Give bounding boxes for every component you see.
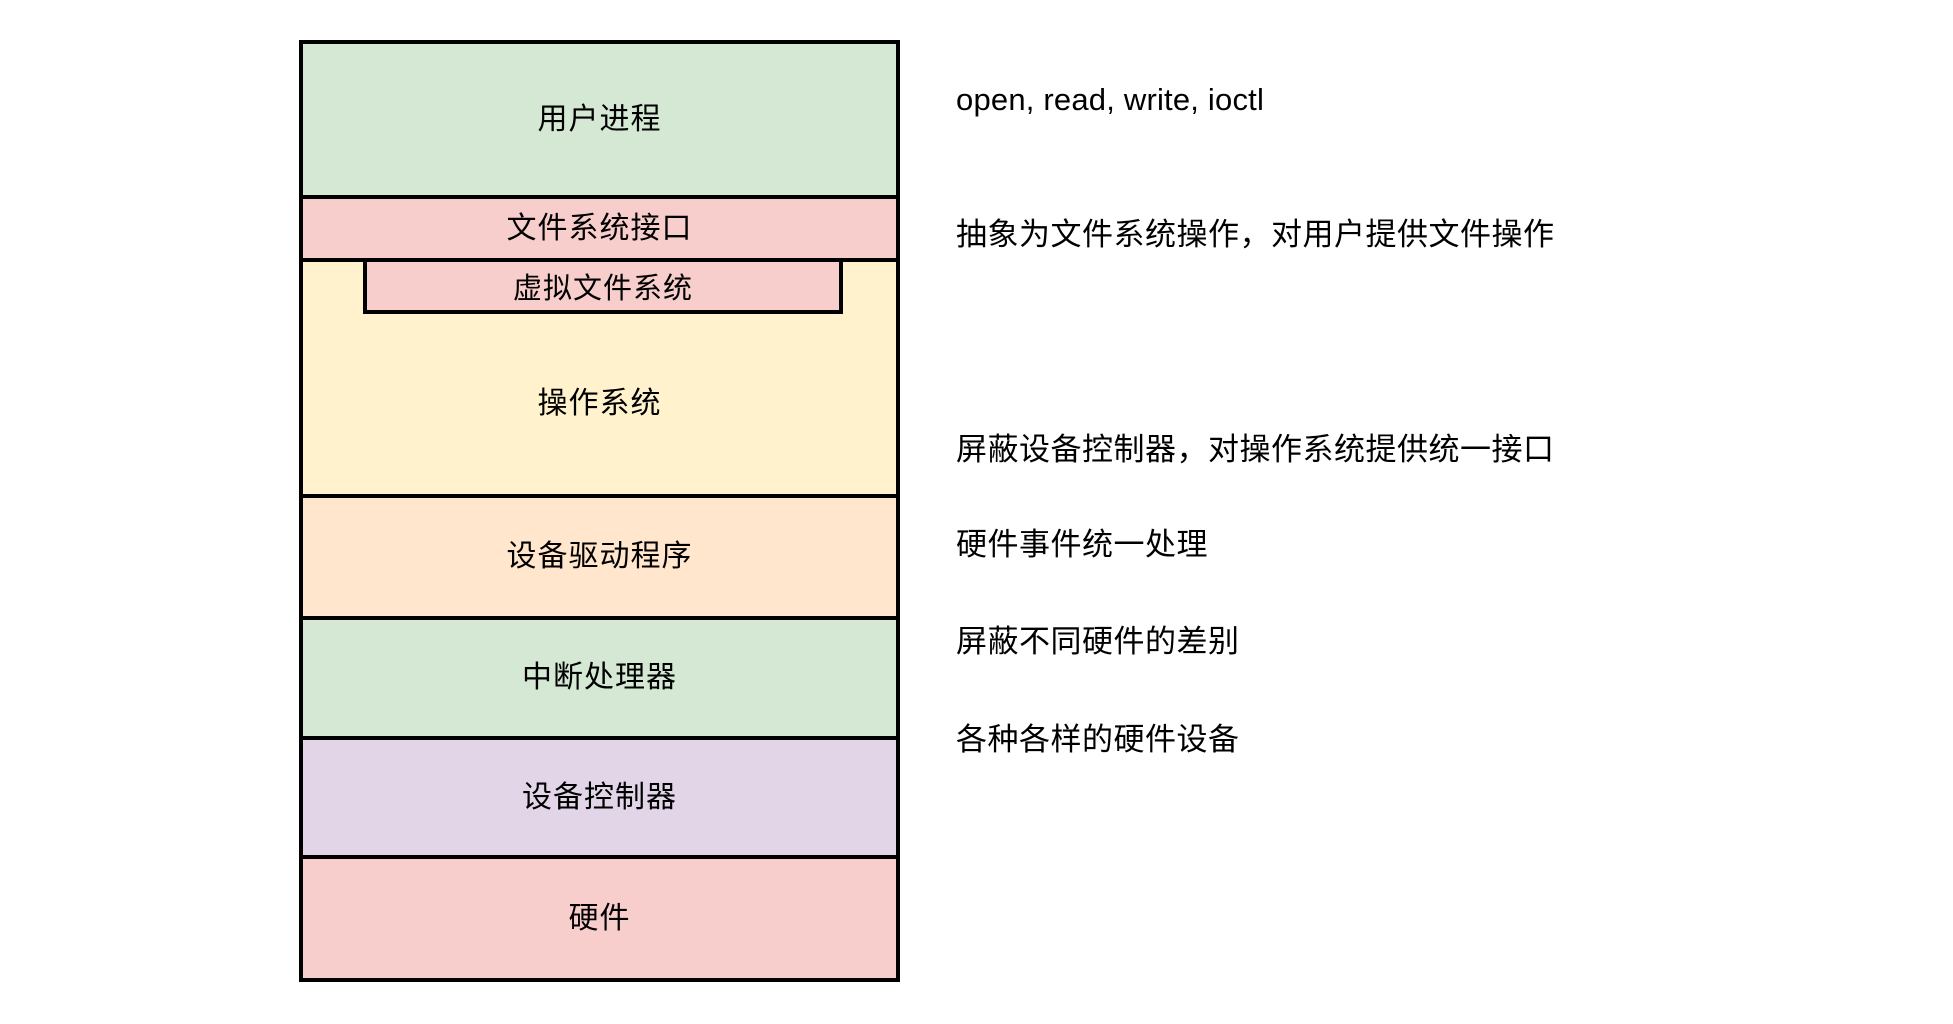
layer-hardware: 硬件 [303, 859, 896, 978]
layer-device-controller-label: 设备控制器 [522, 780, 677, 814]
layer-operating-system-label-wrap: 操作系统 [303, 314, 896, 494]
layer-user-process-label: 用户进程 [537, 102, 662, 136]
layer-device-driver: 设备驱动程序 [303, 498, 896, 620]
layer-hardware-label: 硬件 [568, 901, 631, 935]
layer-stack: 用户进程 文件系统接口 虚拟文件系统 操作系统 设备驱动程序 中断处理器 设备控… [299, 40, 900, 982]
layer-operating-system: 虚拟文件系统 操作系统 [303, 262, 896, 498]
annotation-column: open, read, write, ioctl 抽象为文件系统操作，对用户提供… [956, 0, 1916, 1024]
layer-file-system-interface: 文件系统接口 [303, 199, 896, 262]
annotation-hardware: 各种各样的硬件设备 [956, 722, 1240, 757]
layer-interrupt-handler-label: 中断处理器 [522, 661, 677, 695]
layer-interrupt-handler: 中断处理器 [303, 620, 896, 740]
layer-virtual-file-system: 虚拟文件系统 [363, 262, 843, 314]
layer-user-process: 用户进程 [303, 44, 896, 199]
annotation-device-driver: 屏蔽设备控制器，对操作系统提供统一接口 [956, 432, 1555, 467]
annotation-interrupt-handler: 硬件事件统一处理 [956, 527, 1208, 562]
layer-file-system-interface-label: 文件系统接口 [506, 211, 693, 245]
annotation-user-process: open, read, write, ioctl [956, 82, 1265, 117]
layer-device-controller: 设备控制器 [303, 740, 896, 859]
layer-virtual-file-system-label: 虚拟文件系统 [512, 273, 693, 305]
layer-operating-system-label: 操作系统 [537, 387, 662, 421]
annotation-virtual-file-system: 抽象为文件系统操作，对用户提供文件操作 [956, 217, 1555, 252]
annotation-device-controller: 屏蔽不同硬件的差别 [956, 624, 1240, 659]
layer-device-driver-label: 设备驱动程序 [506, 540, 693, 574]
